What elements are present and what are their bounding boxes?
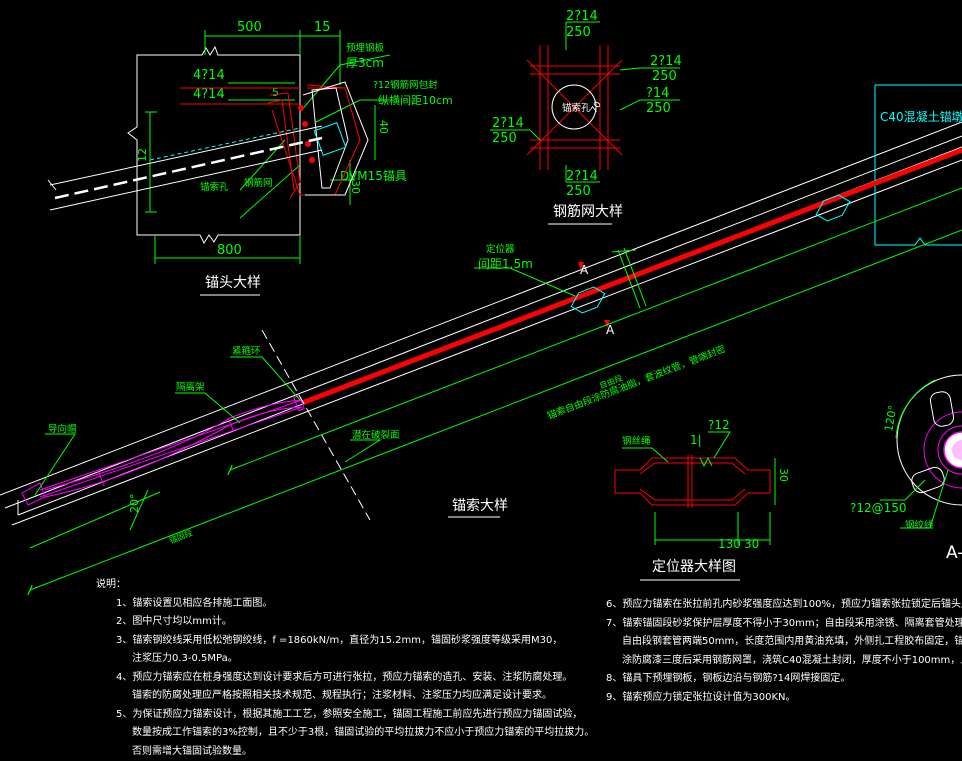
note-right-4: 8、锚具下预埋钢板，钢板边沿与钢筋?14网焊接固定。 xyxy=(606,670,962,689)
note-right-1: 7、锚索锚固段砂浆保护层厚度不得小于30mm；自由段采用涂锈、隔离套管处理，若有… xyxy=(606,615,962,634)
anchor-head-title: 锚头大样 xyxy=(205,275,261,291)
spacer-ring-label: 隔离架 xyxy=(176,381,205,393)
note-right-0: 6、预应力锚索在张拉前孔内砂浆强度应达到100%，预应力锚索张拉锁定后锚头应涂防… xyxy=(606,596,962,615)
positioner-dim-130: 130 xyxy=(718,537,741,551)
positioner-detail: 钢丝绳 ?12 1| 30 130 30 定位器大样图 xyxy=(615,418,790,580)
positioner-bar: ?12 xyxy=(708,418,730,432)
mesh-top-bar: 2?14 xyxy=(566,9,598,24)
note-left-5: 4、预应力锚索应在桩身强度达到设计要求后方可进行张拉，预应力锚索的造孔、安装、注… xyxy=(96,669,594,688)
note-right-3: 涂防腐漆三度后采用钢筋网罩，浇筑C40混凝土封闭，厚度不小于100mm，且混凝土… xyxy=(606,652,962,671)
mesh-right1-spacing: 250 xyxy=(652,69,677,84)
dim-12: 12 xyxy=(136,148,149,162)
hole-label: 锚索孔 xyxy=(200,181,229,193)
note-left-0: 说明： xyxy=(96,576,594,595)
section-aa-detail: 120° ?12@150 钢绞线 A- xyxy=(850,375,962,563)
mesh-dim-70: 70 xyxy=(589,100,604,115)
plate-label: 预埋钢板 xyxy=(346,42,385,54)
mesh-left-spacing: 250 xyxy=(492,131,517,146)
mesh-title: 钢筋网大样 xyxy=(553,203,623,220)
dim-800: 800 xyxy=(217,243,242,258)
mesh-right2-bar: ?14 xyxy=(646,86,669,101)
note-left-4: 注浆压力0.3-0.5MPa。 xyxy=(96,650,594,669)
dim-40: 40 xyxy=(377,120,390,134)
mesh-top-spacing: 250 xyxy=(566,25,591,40)
mesh-detail: 锚索孔 70 2?14 250 2?14 250 ?14 250 2?14 25… xyxy=(490,9,682,224)
dim-30: 30 xyxy=(349,180,362,194)
mesh-note-2: 纵横间距10cm xyxy=(378,93,453,107)
anchor-head-detail: 500 15 800 4?14 4?14 5 DVM15锚具 12 40 30 … xyxy=(48,20,453,295)
mesh-bottom-bar: 2?14 xyxy=(566,169,598,184)
mesh-bottom-spacing: 250 xyxy=(566,184,591,199)
notes-right: 6、预应力锚索在张拉前孔内砂浆强度应达到100%，预应力锚索张拉锁定后锚头应涂防… xyxy=(606,596,962,707)
dim-15: 15 xyxy=(314,20,331,35)
note-left-8: 数量按成工作锚索的3%控制，且不少于3根，锚固试验的平均拉拔力不应小于预应力锚索… xyxy=(96,724,594,743)
section-bar: ?12@150 xyxy=(850,501,907,515)
spacer-label: 定位器 xyxy=(486,243,515,255)
slip-plane-label: 潜在破裂面 xyxy=(352,429,400,441)
mesh-right2-spacing: 250 xyxy=(646,101,671,116)
guide-cap-label: 导向帽 xyxy=(48,423,77,435)
mesh-hole-label: 锚索孔 xyxy=(562,102,591,114)
section-wire: 钢绞线 xyxy=(905,519,934,531)
bar-bottom-label: 4?14 xyxy=(193,87,225,102)
positioner-dim-30-h: 30 xyxy=(744,537,759,551)
positioner-title: 定位器大样图 xyxy=(652,559,736,575)
mesh-note-1: ?12钢筋网包封 xyxy=(373,79,438,91)
note-right-5: 9、锚索预应力锁定张拉设计值为300KN。 xyxy=(606,689,962,708)
note-left-1: 1、锚索设置见相应各排施工面图。 xyxy=(96,595,594,614)
dim-500: 500 xyxy=(237,20,262,35)
note-left-7: 5、为保证预应力锚索设计，根据其施工工艺，参照安全施工，锚固工程施工前应先进行预… xyxy=(96,706,594,725)
section-label: A- xyxy=(946,543,962,563)
tie-ring-label: 紧箍环 xyxy=(232,345,261,357)
notes-left: 说明： 1、锚索设置见相应各排施工面图。 2、图中尺寸均以mm计。 3、锚索钢绞… xyxy=(96,576,594,761)
note-left-9: 否则需增大锚固试验数量。 xyxy=(96,743,594,761)
ring-label: 钢筋网 xyxy=(244,177,273,189)
bar-top-label: 4?14 xyxy=(193,68,225,83)
steel-wire-label: 钢丝绳 xyxy=(622,435,651,447)
concrete-block-label: C40混凝土锚墩 xyxy=(880,109,962,124)
positioner-mark: 1| xyxy=(690,433,702,447)
mesh-right1-bar: 2?14 xyxy=(650,54,682,69)
plate-thickness: 厚3cm xyxy=(346,56,384,70)
mesh-left-bar: 2?14 xyxy=(492,116,524,131)
section-a-top: A xyxy=(580,263,589,277)
anchor-angle: 20° xyxy=(128,494,141,514)
note-left-3: 3、锚索钢绞线采用低松弛钢绞线，f =1860kN/m，直径为15.2mm，锚固… xyxy=(96,632,594,651)
note-right-2: 自由段钢套管两端50mm，长度范围内用黄油充填，外侧扎工程胶布固定，锚头的锚具处… xyxy=(606,633,962,652)
note-left-6: 锚索的防腐处理应严格按照相关技术规范、规程执行；注浆材料、注浆压力均应满足设计要… xyxy=(96,687,594,706)
positioner-dim-30-v: 30 xyxy=(777,468,790,482)
free-length-note: 锚索自由段涂防腐油脂，套波纹管，管端封密 xyxy=(546,343,728,422)
bond-length-label: 锚固段 xyxy=(168,528,194,546)
note-left-2: 2、图中尺寸均以mm计。 xyxy=(96,613,594,632)
anchor-title: 锚索大样 xyxy=(452,497,508,514)
spacer-spacing: 间距1.5m xyxy=(478,257,533,271)
